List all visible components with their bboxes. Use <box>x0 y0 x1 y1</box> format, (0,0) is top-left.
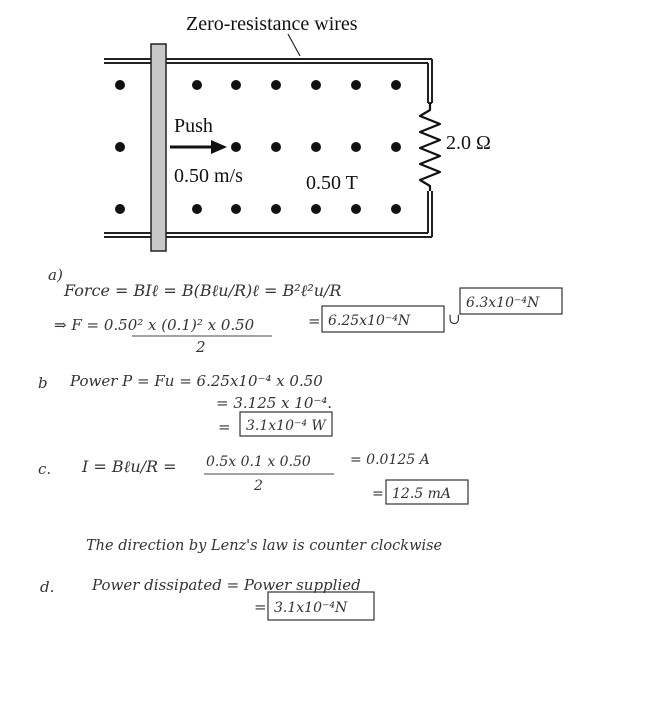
part-a-result1-box <box>321 305 445 333</box>
part-d-result: 3.1x10⁻⁴N <box>274 600 348 616</box>
part-c-lhs: I = Bℓu/R = <box>81 457 177 476</box>
part-a-or: ∪ <box>448 310 461 328</box>
part-a-result2-box <box>459 287 563 315</box>
solution-part-a: a) Force = BIℓ = B(Bℓu/R)ℓ = B²ℓ²u/R ⇒ F… <box>48 266 563 356</box>
part-a-letter: a) <box>48 266 63 284</box>
part-c-equals: = <box>372 486 384 502</box>
sliding-rod <box>150 43 167 252</box>
part-a-result1: 6.25x10⁻⁴N <box>328 313 411 329</box>
part-a-line2: ⇒ F = 0.50² x (0.1)² x 0.50 <box>54 316 255 334</box>
part-b-letter: b <box>38 374 48 392</box>
part-b-result: 3.1x10⁻⁴ W <box>246 418 327 434</box>
wires-leader-line <box>287 33 301 57</box>
part-a-line1: Force = BIℓ = B(Bℓu/R)ℓ = B²ℓ²u/R <box>63 281 341 300</box>
solution-part-b: b Power P = Fu = 6.25x10⁻⁴ x 0.50 = 3.12… <box>38 372 333 437</box>
part-c-letter: c. <box>38 460 51 478</box>
field-label: 0.50 T <box>306 172 358 194</box>
push-arrow <box>170 140 227 154</box>
wires-label: Zero-resistance wires <box>186 13 358 35</box>
part-b-result-box <box>239 411 333 437</box>
part-d-equals: = <box>254 598 267 616</box>
right-wire <box>427 59 433 237</box>
part-b-equals: = <box>218 418 231 436</box>
part-c-result: 12.5 mA <box>392 486 451 502</box>
resistor-symbol <box>418 103 442 191</box>
part-a-equals: = <box>308 312 321 330</box>
part-d-letter: d. <box>40 578 54 596</box>
solution-part-d: d. Power dissipated = Power supplied = 3… <box>40 576 375 621</box>
solution-part-c: c. I = Bℓu/R = 0.5x 0.1 x 0.50 2 = 0.012… <box>38 452 469 554</box>
speed-label: 0.50 m/s <box>174 165 243 187</box>
circuit-diagram: 2.0 Ω Zero-resistance wires <box>104 13 491 252</box>
part-c-numerator: 0.5x 0.1 x 0.50 <box>206 454 311 470</box>
part-b-line2: = 3.125 x 10⁻⁴. <box>216 394 332 412</box>
part-d-line1: Power dissipated = Power supplied <box>91 576 361 594</box>
push-label: Push <box>174 115 213 137</box>
resistor-label: 2.0 Ω <box>446 132 491 154</box>
part-c-note: The direction by Lenz's law is counter c… <box>86 538 442 554</box>
part-c-rhs: = 0.0125 A <box>350 452 430 468</box>
part-a-result2: 6.3x10⁻⁴N <box>466 295 540 311</box>
part-c-result-box <box>385 479 469 505</box>
part-b-line1: Power P = Fu = 6.25x10⁻⁴ x 0.50 <box>69 372 323 390</box>
part-c-denominator: 2 <box>253 478 263 494</box>
part-d-result-box <box>267 591 375 621</box>
part-a-denominator: 2 <box>195 338 206 356</box>
field-dots <box>115 80 401 214</box>
